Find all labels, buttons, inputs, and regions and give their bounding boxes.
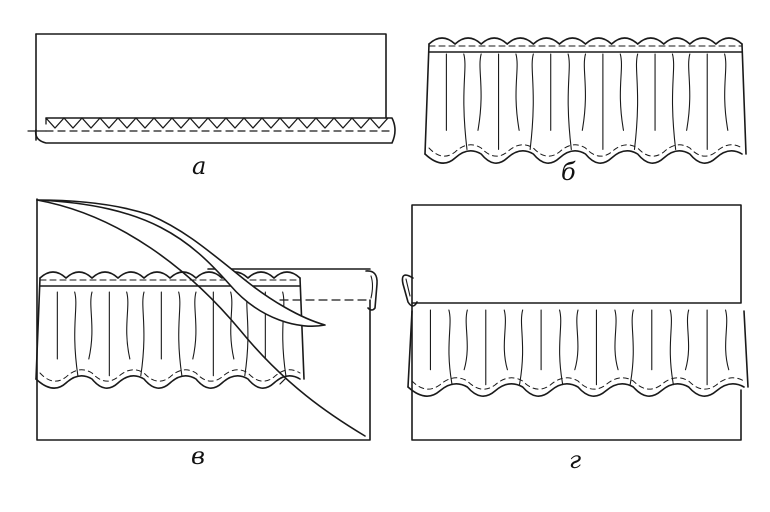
panel-v: [35, 198, 378, 441]
ruffle-fold: [671, 53, 677, 150]
panel-v-pin-inner: [370, 275, 374, 299]
ruffle-fold: [725, 309, 730, 371]
panel-v-flap: [36, 199, 326, 327]
ruffle-left-edge: [424, 43, 430, 155]
ruffle-fold: [629, 309, 634, 386]
panel-v-pin-icon: [365, 270, 378, 311]
ruffle-hem: [424, 150, 743, 164]
ruffle-fold: [192, 291, 197, 360]
label-b: б: [561, 158, 576, 186]
ruffle-hem: [35, 375, 301, 389]
ruffle-fold: [633, 53, 639, 150]
ruffle-fold: [448, 309, 453, 386]
ruffle-hem-stitch: [39, 369, 301, 382]
panel-v-base-fabric: [36, 198, 371, 441]
panel-a-fabric: [35, 33, 387, 119]
ruffle-heading: [39, 271, 301, 279]
ruffle-fold: [684, 309, 690, 371]
ruffle-fold: [614, 309, 619, 371]
ruffle-fold: [140, 291, 145, 377]
panel-b-ruffle: [424, 37, 747, 164]
ruffle-fold: [515, 53, 520, 131]
panel-a-zigzag-stitch: [45, 117, 389, 129]
panel-g: [401, 204, 749, 441]
ruffle-fold: [559, 309, 564, 386]
ruffle-hem: [407, 383, 745, 397]
panel-v-flap-edge: [36, 199, 366, 437]
ruffle-right-edge: [299, 277, 305, 380]
panel-a-hem-fold: [34, 117, 396, 144]
ruffle-right-edge: [743, 310, 749, 388]
label-g: г: [569, 446, 582, 474]
ruffle-fold: [74, 291, 79, 377]
ruffle-heading: [428, 37, 743, 45]
panel-g-pin-icon: [401, 274, 418, 307]
panel-v-ruffle: [35, 271, 305, 389]
ruffle-left-edge: [407, 310, 413, 388]
panel-g-upper-fabric: [411, 204, 742, 304]
ruffle-fold: [518, 309, 524, 386]
label-a: а: [192, 152, 207, 180]
ruffle-fold: [463, 53, 468, 150]
ruffle-fold: [463, 309, 468, 371]
ruffle-fold: [126, 291, 131, 360]
ruffle-left-edge: [35, 277, 41, 380]
ruffle-hem-stitch: [411, 377, 745, 390]
ruffle-hem-stitch: [428, 144, 743, 157]
panel-g-pin-inner: [405, 278, 411, 297]
ruffle-fold: [178, 291, 183, 377]
ruffle-fold: [503, 309, 508, 371]
panel-a: [27, 33, 396, 144]
ruffle-fold: [581, 53, 587, 131]
ruffle-fold: [686, 53, 691, 131]
ruffle-fold: [567, 53, 572, 150]
ruffle-fold: [529, 53, 534, 150]
ruffle-fold: [477, 53, 482, 131]
ruffle-fold: [724, 53, 729, 131]
ruffle-fold: [619, 53, 625, 131]
label-v: в: [191, 442, 205, 470]
panel-g-lower-fabric: [411, 302, 742, 441]
ruffle-fold: [88, 291, 93, 360]
ruffle-fold: [574, 309, 579, 371]
ruffle-right-edge: [741, 43, 747, 155]
ruffle-fold: [669, 309, 674, 386]
panel-v-flap-tip: [279, 377, 287, 385]
panel-g-ruffle: [407, 309, 749, 397]
